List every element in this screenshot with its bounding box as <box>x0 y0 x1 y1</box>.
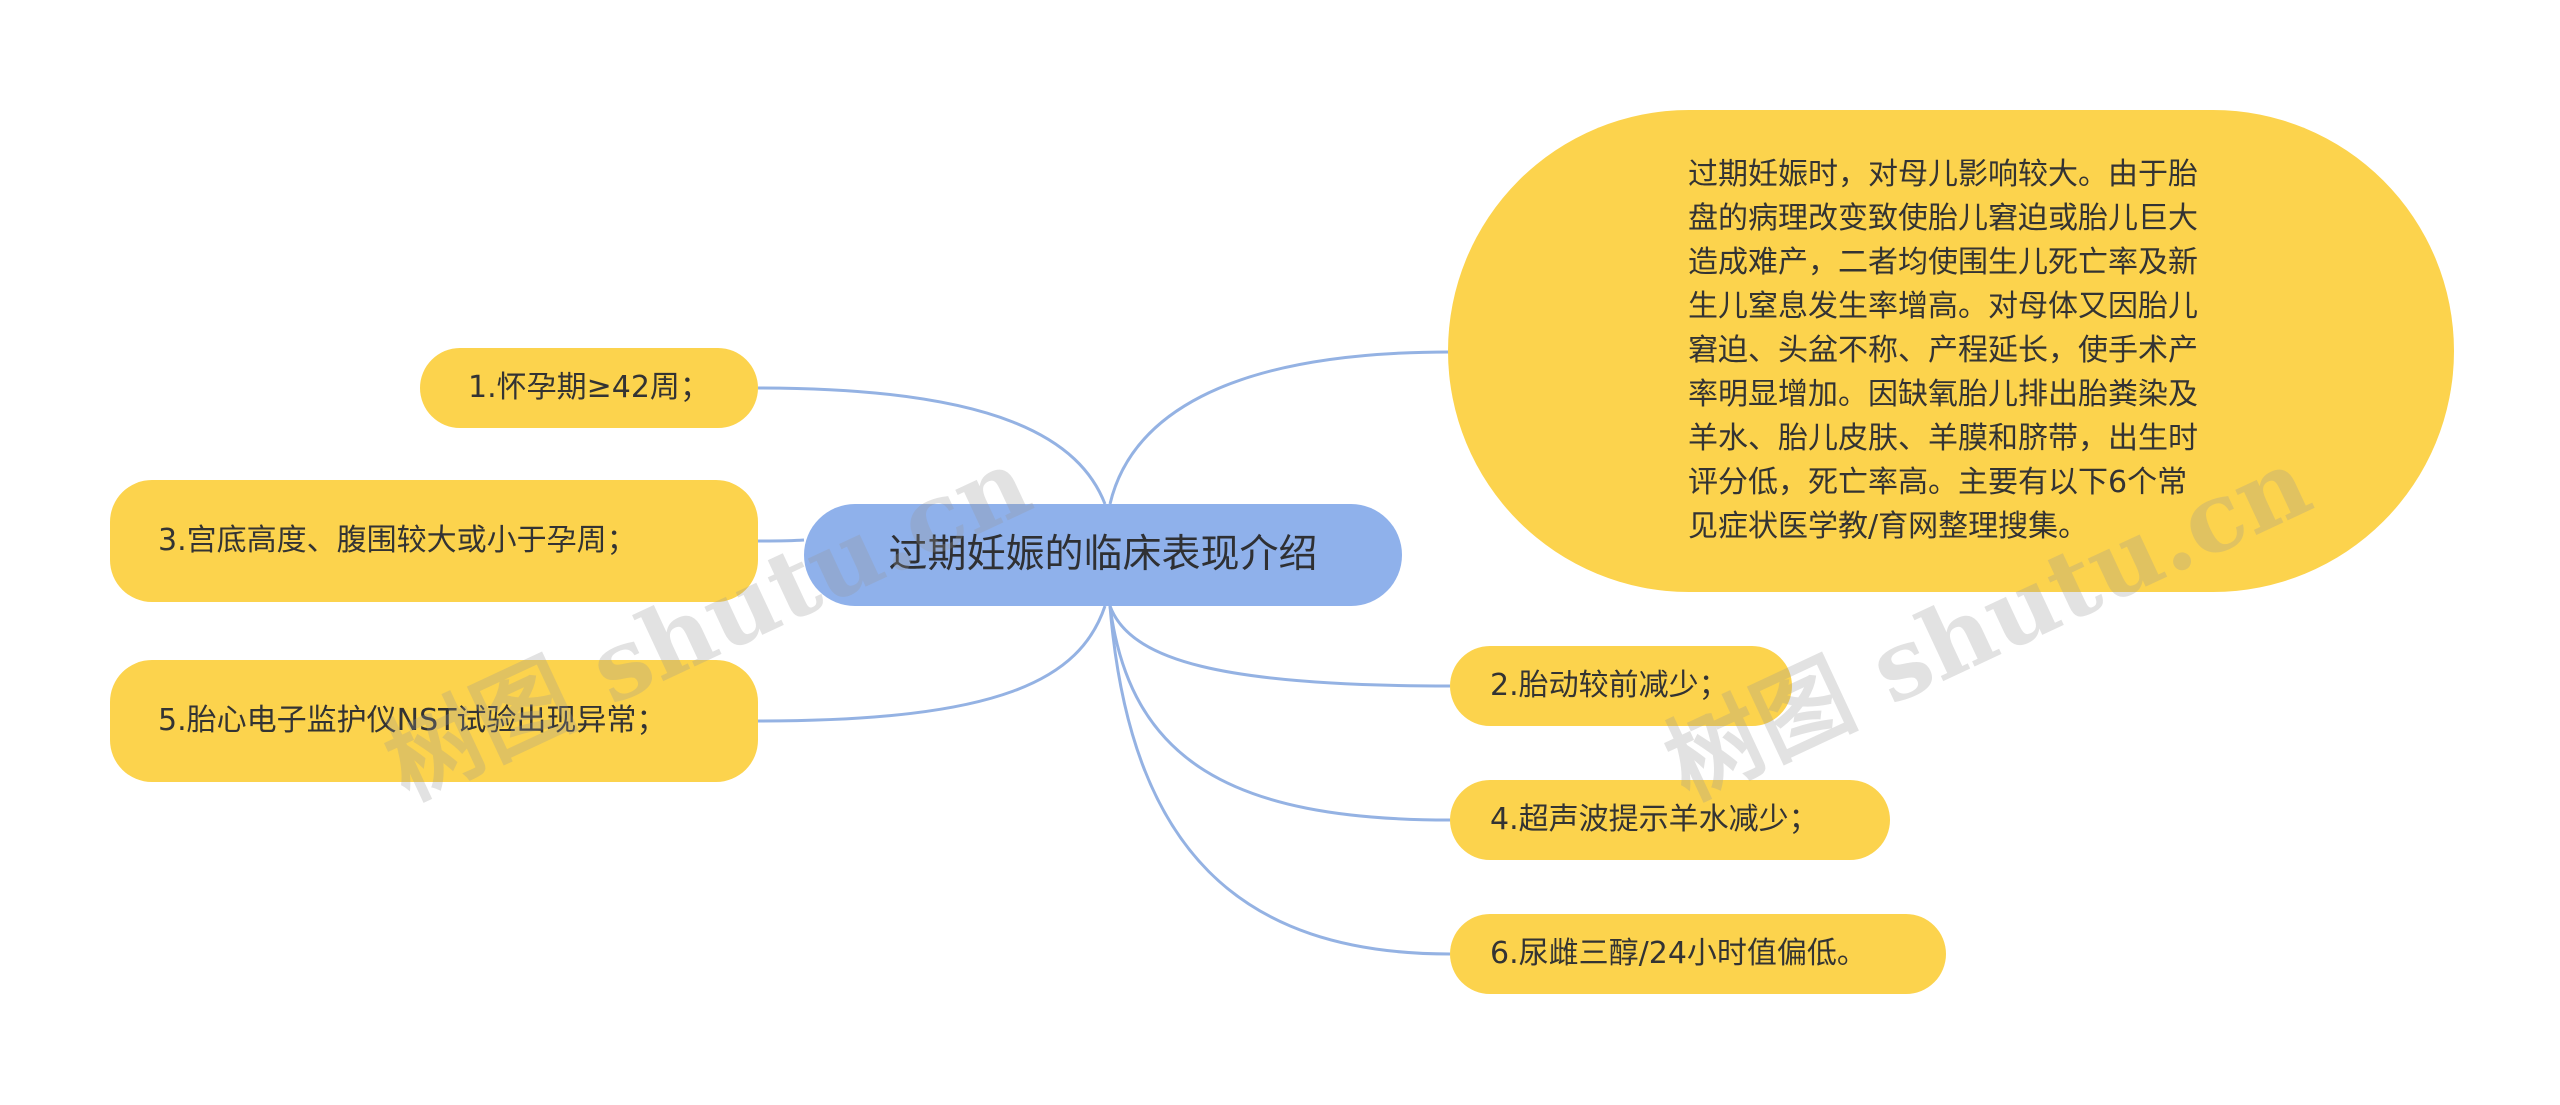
connector-to-item-4 <box>1108 605 1451 822</box>
topic-item-4[interactable]: 4.超声波提示羊水减少； <box>1450 780 1890 860</box>
connector-to-item-6 <box>1108 605 1451 956</box>
connector-to-item-1 <box>757 386 1107 505</box>
topic-item-5[interactable]: 5.胎心电子监护仪NST试验出现异常； <box>110 660 758 782</box>
description-node[interactable]: 过期妊娠时，对母儿影响较大。由于胎盘的病理改变致使胎儿窘迫或胎儿巨大造成难产，二… <box>1448 110 2454 592</box>
topic-item-5-label: 5.胎心电子监护仪NST试验出现异常； <box>158 703 667 738</box>
topic-item-2-label: 2.胎动较前减少； <box>1490 668 1729 703</box>
topic-item-4-label: 4.超声波提示羊水减少； <box>1490 802 1819 837</box>
connector-to-description <box>1108 350 1451 505</box>
connector-to-item-2 <box>1108 605 1451 688</box>
central-topic[interactable]: 过期妊娠的临床表现介绍 <box>804 504 1402 606</box>
description-text: 过期妊娠时，对母儿影响较大。由于胎盘的病理改变致使胎儿窘迫或胎儿巨大造成难产，二… <box>1688 157 2198 544</box>
connector-to-item-3 <box>757 538 805 543</box>
topic-item-1-label: 1.怀孕期≥42周； <box>468 370 710 405</box>
topic-item-1[interactable]: 1.怀孕期≥42周； <box>420 348 758 428</box>
central-topic-label: 过期妊娠的临床表现介绍 <box>888 532 1318 577</box>
topic-item-6[interactable]: 6.尿雌三醇/24小时值偏低。 <box>1450 914 1946 994</box>
topic-item-3[interactable]: 3.宫底高度、腹围较大或小于孕周； <box>110 480 758 602</box>
topic-item-3-label: 3.宫底高度、腹围较大或小于孕周； <box>158 523 637 558</box>
topic-item-6-label: 6.尿雌三醇/24小时值偏低。 <box>1490 936 1867 971</box>
connector-to-item-5 <box>757 605 1107 723</box>
topic-item-2[interactable]: 2.胎动较前减少； <box>1450 646 1792 726</box>
